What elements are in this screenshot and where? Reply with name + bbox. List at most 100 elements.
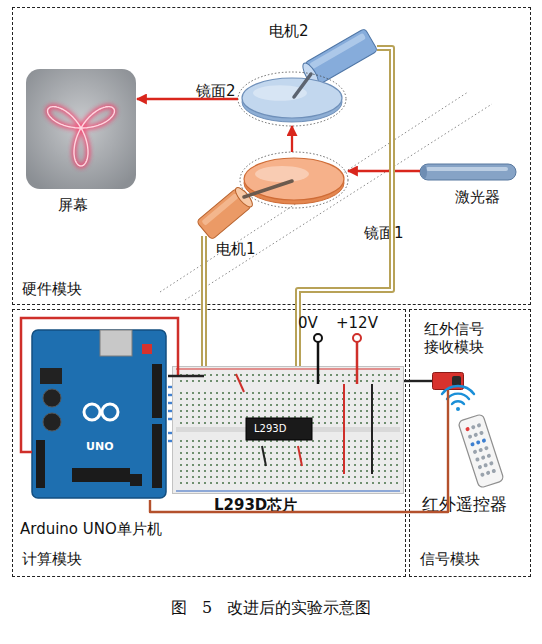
wire-core xyxy=(203,236,205,366)
projection-screen: 屏幕 xyxy=(25,68,137,190)
ir-remote: 红外遥控器 xyxy=(462,414,500,488)
motor-part xyxy=(196,192,252,236)
projection-screen-part xyxy=(25,68,137,190)
mirror: 镜面1 xyxy=(240,152,348,208)
ir-remote-part-part-part xyxy=(483,463,488,468)
node-label: 屏幕 xyxy=(58,196,88,214)
laser-emitter-part-part xyxy=(426,167,508,171)
ir-remote-part-part-part xyxy=(458,414,504,489)
connector-wire xyxy=(168,387,172,441)
ir-remote-part-part-part xyxy=(477,465,482,470)
wire-line xyxy=(168,402,172,404)
wire-line xyxy=(201,236,207,366)
projection-screen-part-part xyxy=(26,69,136,189)
arduino-board-part-part xyxy=(43,389,61,407)
arduino-board-part-part xyxy=(43,413,61,431)
ir-remote-part-part-part xyxy=(472,449,477,454)
node-label: 电机1 xyxy=(216,240,256,258)
mirror-part-part xyxy=(242,78,342,118)
arduino-board-part-part xyxy=(142,344,152,354)
connector-wire xyxy=(404,381,432,382)
arduino-board-part-part xyxy=(40,368,62,384)
ir-receiver-part-part xyxy=(433,373,464,390)
rotation-axis-line xyxy=(160,92,468,292)
node-label: 激光器 xyxy=(455,188,500,206)
arduino-board-part-part xyxy=(36,440,45,488)
laser-emitter-part-part xyxy=(421,165,427,179)
breadboard-part-part xyxy=(178,371,398,383)
ir-remote-part-part-part xyxy=(471,425,476,430)
wireless-dot xyxy=(456,407,460,411)
laser-beam-line xyxy=(348,170,420,172)
mirror-part-part xyxy=(253,85,307,100)
breadboard-part-part xyxy=(176,491,400,492)
terminal-0v xyxy=(314,334,322,342)
rotation-axis-line xyxy=(185,104,492,300)
laser-beam xyxy=(348,171,420,172)
breadboard-part-part xyxy=(246,418,312,440)
node-label: 计算模块 xyxy=(22,550,82,568)
wire-line xyxy=(168,440,172,442)
arduino-board-part-part xyxy=(152,424,162,488)
module-frame: 硬件模块屏幕电机2镜面2镜面1激光器电机1 xyxy=(13,8,530,304)
node-label: 红外信号 接收模块 xyxy=(424,320,488,356)
wire-line xyxy=(168,386,172,388)
part-label: L293D xyxy=(254,423,286,435)
terminal-12v xyxy=(353,334,361,342)
motor-part-part-part xyxy=(309,33,366,70)
ir-remote-part-part-part xyxy=(476,440,481,445)
mirror-part xyxy=(240,152,348,208)
breadboard-part-part xyxy=(173,367,404,494)
wire-line xyxy=(168,418,172,420)
node-label: 镜面1 xyxy=(364,224,404,242)
wire-line xyxy=(168,410,172,412)
breadboard-part xyxy=(172,366,404,494)
motor-part-part-part xyxy=(201,193,239,226)
ir-remote-part-part-part xyxy=(465,427,470,432)
laser-emitter: 激光器 xyxy=(420,162,516,182)
ir-remote-part xyxy=(462,414,500,488)
projection-screen-part-part xyxy=(48,107,115,166)
wireless-arc xyxy=(447,394,469,399)
node-label: 信号模块 xyxy=(420,550,480,568)
ir-remote-part-part-part xyxy=(479,430,484,435)
motor-part xyxy=(305,30,377,84)
breadboard-part-part xyxy=(178,436,398,472)
arduino-board-part-part xyxy=(130,474,142,486)
breadboard-part-part xyxy=(176,369,400,370)
breadboard-part-part xyxy=(178,476,398,488)
ir-remote-part-part-part xyxy=(486,453,491,458)
mirror-part xyxy=(238,72,346,126)
part-label: 0V xyxy=(298,314,318,332)
motor: 电机2 xyxy=(305,30,377,84)
wire-line xyxy=(404,380,432,382)
motor-part-part-part xyxy=(233,185,255,209)
ir-remote-part-part-part xyxy=(476,423,481,428)
mirror-part-part xyxy=(240,152,348,208)
ir-remote-part-part-part xyxy=(491,469,496,474)
node-label: Arduino UNO单片机 xyxy=(20,520,162,538)
ir-receiver-part-part xyxy=(452,376,461,386)
arduino-board-part-part xyxy=(72,468,130,482)
arduino-board-part-part xyxy=(102,404,118,420)
mirror-part-part xyxy=(244,158,344,200)
arduino-board-part-part xyxy=(152,364,162,418)
ir-remote-part-part-part xyxy=(478,448,483,453)
projection-screen-part-part xyxy=(48,107,115,166)
mirror: 镜面2 xyxy=(238,72,346,126)
node-label: 硬件模块 xyxy=(22,280,82,298)
node-label: L293D芯片 xyxy=(214,496,297,514)
figure-caption: 图 5 改进后的实验示意图 xyxy=(0,598,542,617)
ir-remote-part-part xyxy=(458,414,504,489)
ir-remote-part-part-part xyxy=(470,442,475,447)
ir-remote-part-part-part xyxy=(480,472,485,477)
laser-emitter-part xyxy=(420,162,516,182)
wire-line xyxy=(168,432,172,434)
wireless-arc xyxy=(452,401,464,404)
laser-beam-line xyxy=(291,126,293,152)
ir-receiver: 红外信号 接收模块 xyxy=(432,372,464,390)
node-label: 电机2 xyxy=(269,22,309,40)
ir-remote-part-part-part xyxy=(475,457,480,462)
ir-remote-part-part-part xyxy=(473,432,478,437)
